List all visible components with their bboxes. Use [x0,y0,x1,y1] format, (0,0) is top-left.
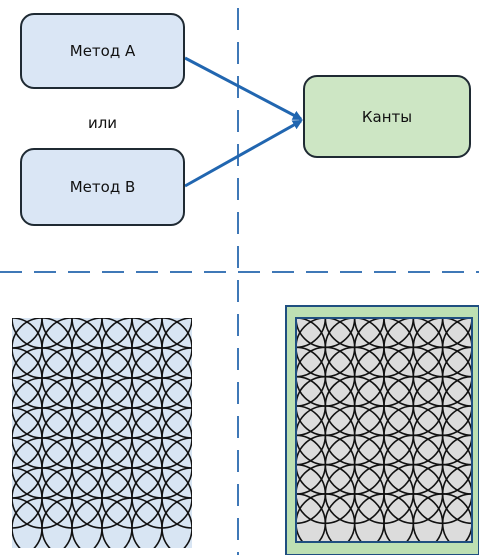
circle-lattice-pattern [12,318,192,548]
right-quilt-panel [285,305,479,555]
lattice-circle [161,497,192,548]
method-b-box: Метод В [20,148,185,226]
or-label: или [87,114,118,132]
method-b-label: Метод В [69,178,136,196]
method-a-label: Метод А [69,42,136,60]
result-label: Канты [361,107,413,126]
left-quilt-panel [12,318,192,548]
arrow-from-method-a [184,56,303,121]
method-a-box: Метод А [20,13,185,89]
arrow-from-method-b [184,119,303,188]
lattice-circle [131,497,192,548]
result-box: Канты [303,75,471,158]
